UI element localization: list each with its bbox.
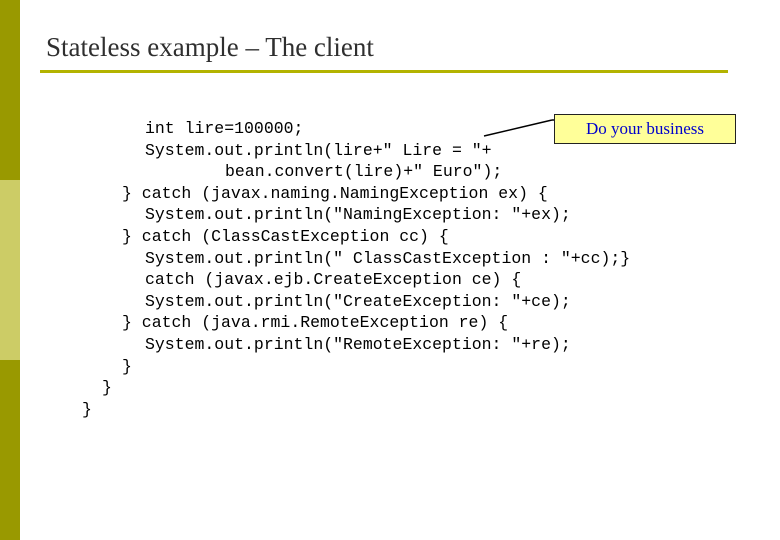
code-line: System.out.println("NamingException: "+e… [145,205,571,225]
code-line: bean.convert(lire)+" Euro"); [225,162,503,182]
code-line: } catch (ClassCastException cc) { [122,226,449,246]
code-line: } [102,378,112,398]
left-band-middle [0,180,20,360]
callout-box: Do your business [554,114,736,144]
code-line: System.out.println(" ClassCastException … [145,248,631,268]
code-line: int lire=100000; [145,119,304,138]
code-block: int lire=100000; System.out.println(lire+… [0,118,630,420]
code-line: } [122,356,132,376]
callout-pointer [483,119,556,137]
left-band-bottom [0,360,20,540]
title-underline [40,70,728,73]
code-line: System.out.println("RemoteException: "+r… [145,334,571,354]
code-line: } catch (javax.naming.NamingException ex… [122,183,548,203]
slide-title: Stateless example – The client [46,32,374,62]
code-line: catch (javax.ejb.CreateException ce) { [145,270,522,290]
code-line: } [82,399,92,419]
code-line: System.out.println("CreateException: "+c… [145,291,571,311]
left-band-top [0,0,20,180]
code-line: } catch (java.rmi.RemoteException re) { [122,313,509,333]
code-line: System.out.println(lire+" Lire = "+ [145,140,492,160]
